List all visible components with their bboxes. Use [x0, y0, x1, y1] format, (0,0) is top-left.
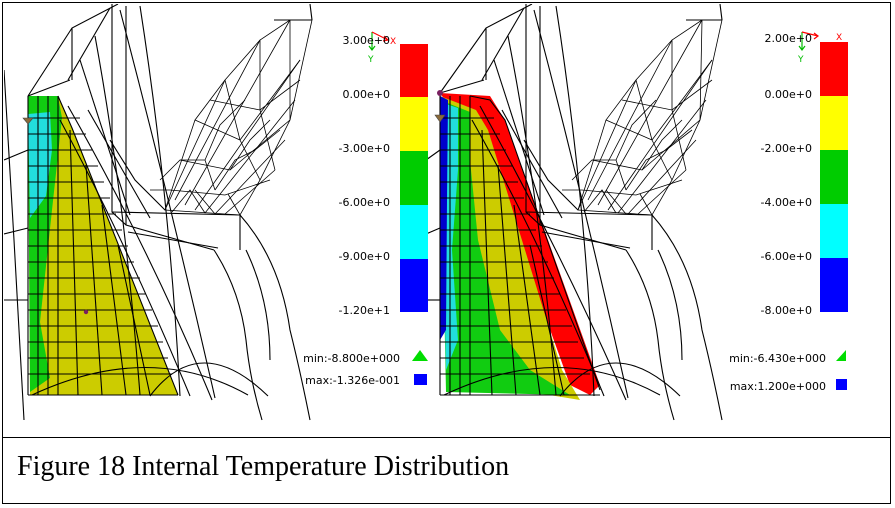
colorbar-band — [400, 97, 428, 151]
tick-label: -3.00e+0 — [339, 142, 390, 155]
min-label-right: min:-6.430e+000 — [729, 352, 826, 365]
tick-label: -8.00e+0 — [761, 304, 812, 317]
tick-label: 0.00e+0 — [343, 88, 390, 101]
legend-left: X Y 3.00e+0 0.00e+0 -3.00e+0 -6.00e+0 -9… — [303, 31, 428, 387]
colorbar-band — [400, 205, 428, 259]
tick-label: -4.00e+0 — [761, 196, 812, 209]
mesh-marker-right — [434, 114, 446, 123]
colorbar-band — [820, 150, 848, 204]
tick-label: -1.20e+1 — [339, 304, 390, 317]
tick-label: -6.00e+0 — [761, 250, 812, 263]
axis-triad-right: X Y — [797, 31, 842, 65]
min-marker-left — [412, 350, 428, 361]
min-label-left: min:-8.800e+000 — [303, 352, 400, 365]
contour-green-right — [440, 100, 570, 395]
mesh-marker-left — [22, 117, 34, 125]
colorbar-band — [820, 42, 848, 96]
tick-label: 2.00e+0 — [765, 32, 812, 45]
node-marker-right — [437, 90, 443, 96]
colorbar-band — [400, 44, 428, 97]
axis-y-label-left: Y — [367, 55, 374, 65]
axis-x-label-right: X — [836, 33, 842, 43]
axis-x-label-left: X — [390, 37, 396, 47]
legend-right: X Y 2.00e+0 0.00e+0 -2.00e+0 -4.00e+0 -6… — [729, 31, 848, 393]
contour-blue-right — [440, 96, 448, 340]
mesh-right — [425, 4, 723, 421]
colorbar-band — [820, 96, 848, 150]
colorbar-right — [820, 42, 848, 312]
colorbar-left — [400, 44, 428, 312]
figure-caption: Figure 18 Internal Temperature Distribut… — [17, 451, 510, 482]
tick-label: -9.00e+0 — [339, 250, 390, 263]
max-label-right: max:1.200e+000 — [730, 380, 826, 393]
mesh-left — [4, 4, 313, 421]
axis-y-label-right: Y — [797, 55, 804, 65]
tick-label: 0.00e+0 — [765, 88, 812, 101]
max-marker-left — [414, 374, 427, 385]
max-label-left: max:-1.326e-001 — [305, 374, 400, 387]
caption-divider — [3, 437, 890, 438]
colorbar-band — [400, 151, 428, 205]
max-marker-right — [836, 379, 847, 390]
colorbar-band — [820, 258, 848, 312]
tick-label: -6.00e+0 — [339, 196, 390, 209]
colorbar-band — [400, 259, 428, 312]
contour-cyan-left — [28, 112, 52, 218]
tick-label: -2.00e+0 — [761, 142, 812, 155]
axis-triad-left: X Y — [367, 31, 396, 65]
min-marker-right — [836, 350, 846, 361]
tick-label: 3.00e+0 — [343, 34, 390, 47]
colorbar-band — [820, 204, 848, 258]
